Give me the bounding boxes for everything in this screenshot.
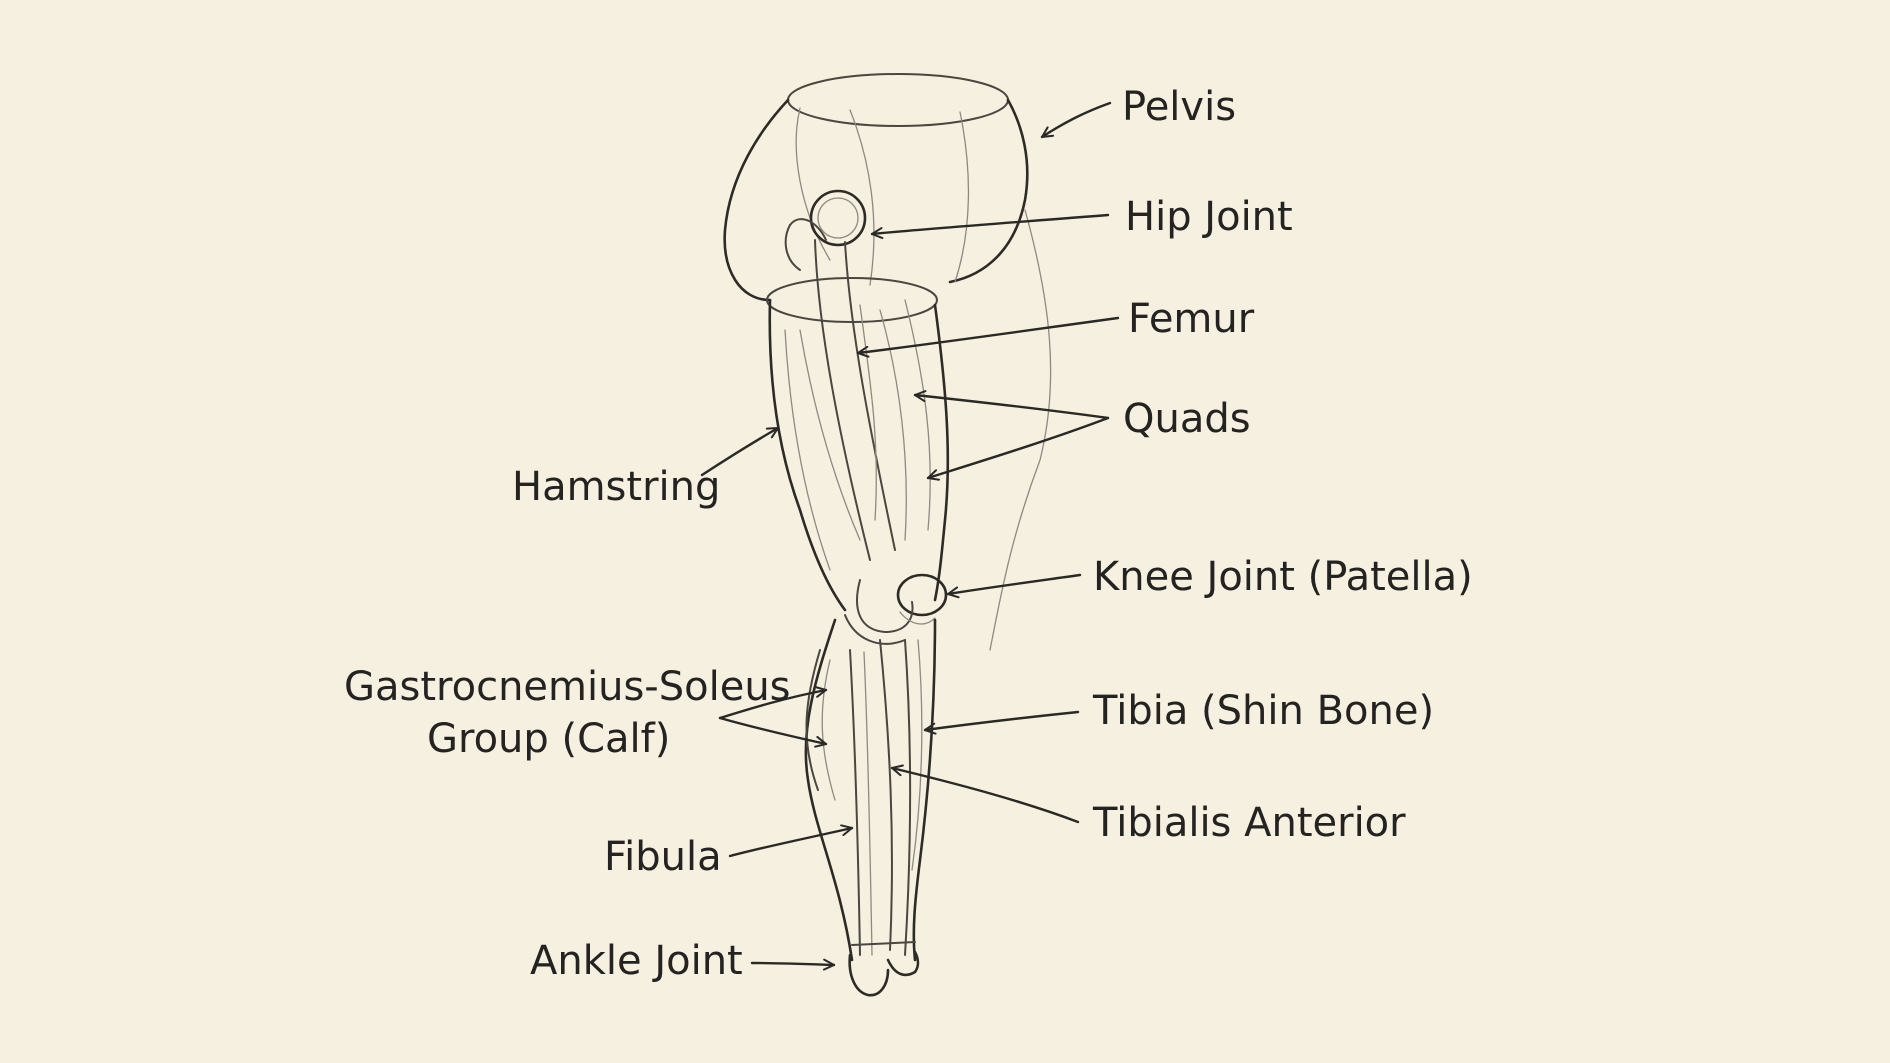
calf-arrow-upper — [718, 686, 828, 720]
quads-arrow-upper — [913, 390, 1110, 420]
pelvis-label: Pelvis — [1122, 84, 1236, 130]
fibula-label: Fibula — [604, 834, 722, 880]
ankle-joint-label: Ankle Joint — [530, 938, 743, 984]
quads-arrow-lower — [926, 416, 1110, 481]
ankle-shape — [848, 941, 920, 997]
femur-arrow — [856, 316, 1120, 358]
knee-shape — [844, 573, 948, 645]
tibia-arrow — [923, 710, 1080, 735]
femur-label: Femur — [1128, 296, 1255, 342]
tibialis-anterior-label: Tibialis Anterior — [1092, 800, 1406, 846]
hip-joint-shape — [784, 189, 867, 271]
tibialis-anterior-arrow — [890, 764, 1080, 824]
knee-joint-arrow — [946, 573, 1082, 599]
thigh-shape — [766, 239, 950, 612]
fibula-arrow — [728, 824, 854, 858]
pelvis-shape — [723, 73, 1052, 651]
knee-joint-label: Knee Joint (Patella) — [1093, 554, 1473, 600]
leader-arrows — [700, 101, 1120, 971]
leg-sketch — [723, 73, 1052, 997]
quads-label: Quads — [1123, 396, 1251, 442]
calf-arrow-lower — [718, 716, 828, 748]
tibia-label: Tibia (Shin Bone) — [1092, 688, 1434, 734]
hamstring-label: Hamstring — [512, 464, 720, 510]
lower-leg-shape — [804, 618, 937, 962]
ankle-joint-arrow — [750, 958, 836, 971]
hip-joint-label: Hip Joint — [1125, 194, 1293, 240]
labels: Pelvis Hip Joint Femur Quads Hamstring K… — [344, 84, 1473, 984]
hip-joint-arrow — [870, 213, 1110, 240]
pelvis-arrow — [1040, 101, 1112, 139]
hamstring-arrow — [700, 426, 780, 477]
gastrocnemius-label-line2: Group (Calf) — [427, 716, 670, 762]
gastrocnemius-label-line1: Gastrocnemius-Soleus — [344, 664, 791, 710]
